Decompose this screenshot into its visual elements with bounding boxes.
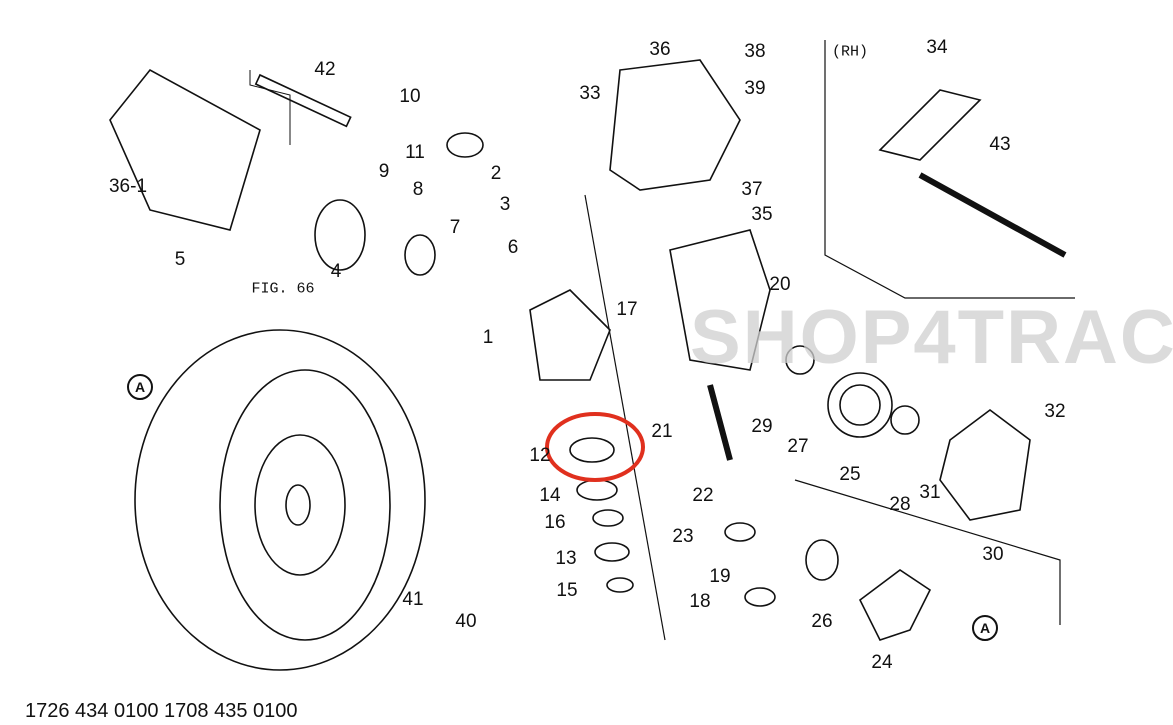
part-label: 32 bbox=[1044, 401, 1066, 422]
part-label: 7 bbox=[449, 217, 461, 238]
part-label: 14 bbox=[539, 485, 561, 506]
part-label: 28 bbox=[889, 494, 911, 515]
part-label: 17 bbox=[616, 299, 638, 320]
part-label: 18 bbox=[689, 591, 711, 612]
part-label: 42 bbox=[314, 59, 336, 80]
watermark: SHOP4TRAC bbox=[690, 295, 1173, 380]
part-label: 43 bbox=[989, 134, 1011, 155]
arrow-marker-a-left bbox=[127, 374, 153, 400]
part-label: 26 bbox=[811, 611, 833, 632]
part-label: 40 bbox=[455, 611, 477, 632]
part-label: 11 bbox=[405, 142, 425, 163]
part-label: 16 bbox=[544, 512, 566, 533]
part-label: 13 bbox=[555, 548, 577, 569]
part-label: 41 bbox=[402, 589, 424, 610]
part-label: 36 bbox=[649, 39, 671, 60]
part-label: 38 bbox=[744, 41, 766, 62]
part-label: 29 bbox=[751, 416, 773, 437]
arrow-label-a: A bbox=[134, 379, 146, 395]
part-label: 10 bbox=[399, 86, 421, 107]
part-label: 30 bbox=[982, 544, 1004, 565]
part-label: 19 bbox=[709, 566, 731, 587]
part-label: 35 bbox=[751, 204, 773, 225]
arrow-marker-a-right bbox=[972, 615, 998, 641]
side-label: (RH) bbox=[831, 43, 869, 61]
part-label: 39 bbox=[744, 78, 766, 99]
part-label: 34 bbox=[926, 37, 948, 58]
part-label: 20 bbox=[769, 274, 791, 295]
part-label: 24 bbox=[871, 652, 893, 673]
tire bbox=[134, 329, 426, 671]
part-label: 9 bbox=[378, 161, 390, 182]
part-label: 25 bbox=[839, 464, 861, 485]
footer-part-numbers: 1726 434 0100 1708 435 0100 bbox=[25, 700, 298, 722]
part-label: 1 bbox=[482, 327, 494, 348]
rim bbox=[219, 369, 391, 641]
part-label: 2 bbox=[490, 163, 502, 184]
part-label: 23 bbox=[672, 526, 694, 547]
arrow-label-a: A bbox=[979, 620, 991, 636]
part-label: 33 bbox=[579, 83, 601, 104]
part-label: 5 bbox=[174, 249, 186, 270]
part-label: 36-1 bbox=[108, 176, 148, 197]
part-label: 4 bbox=[330, 261, 342, 282]
part-label: 3 bbox=[499, 194, 511, 215]
part-label: 15 bbox=[556, 580, 578, 601]
part-label: 37 bbox=[741, 179, 763, 200]
part-label: 31 bbox=[919, 482, 941, 503]
figure-reference: FIG. 66 bbox=[251, 280, 315, 298]
part-label: 6 bbox=[507, 237, 519, 258]
highlight-circle bbox=[545, 412, 645, 482]
part-label: 21 bbox=[651, 421, 673, 442]
part-label: 12 bbox=[529, 445, 551, 466]
part-label: 8 bbox=[412, 179, 424, 200]
part-label: 22 bbox=[692, 485, 714, 506]
part-label: 27 bbox=[787, 436, 809, 457]
